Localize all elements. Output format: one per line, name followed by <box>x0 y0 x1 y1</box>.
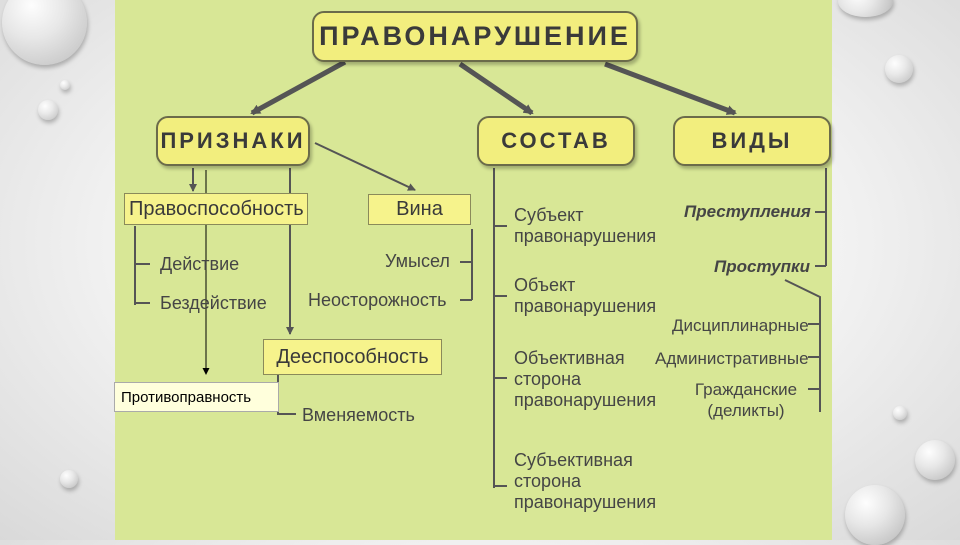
intent-label: Умысел <box>385 251 450 271</box>
legal-capacity-box: Правоспособность <box>124 193 308 225</box>
water-drop-decoration <box>60 470 78 488</box>
composition-item: Субъект правонарушения <box>514 205 657 246</box>
civil-label: Гражданские (деликты) <box>694 380 798 420</box>
composition-item: Субъективная сторона правонарушения <box>514 450 657 512</box>
water-drop-decoration <box>915 440 955 480</box>
disciplinary-label: Дисциплинарные <box>672 316 809 335</box>
water-drop-decoration <box>60 80 70 90</box>
sanity-label: Вменяемость <box>302 405 415 425</box>
composition-item: Объективная сторона правонарушения <box>514 348 657 410</box>
water-drop-decoration <box>2 0 87 65</box>
unlawfulness-box: Противоправность <box>114 382 279 412</box>
action-label: Действие <box>160 254 240 274</box>
negligence-label: Неосторожность <box>308 290 447 310</box>
administrative-label: Административные <box>655 349 809 368</box>
branch-signs: ПРИЗНАКИ <box>156 116 310 166</box>
branch-composition: СОСТАВ <box>477 116 635 166</box>
water-drop-decoration <box>38 100 58 120</box>
guilt-box: Вина <box>368 194 471 225</box>
branch-types: ВИДЫ <box>673 116 831 166</box>
root-node: ПРАВОНАРУШЕНИЕ <box>312 11 638 62</box>
dispositive-capacity-box: Дееспособность <box>263 339 442 375</box>
crimes-label: Преступления <box>684 202 811 221</box>
water-drop-decoration <box>838 0 893 17</box>
water-drop-decoration <box>885 55 913 83</box>
water-drop-decoration <box>893 406 907 420</box>
water-drop-decoration <box>845 485 905 545</box>
misdemeanors-label: Проступки <box>714 257 810 276</box>
composition-item: Объект правонарушения <box>514 275 657 316</box>
inaction-label: Бездействие <box>160 293 267 313</box>
